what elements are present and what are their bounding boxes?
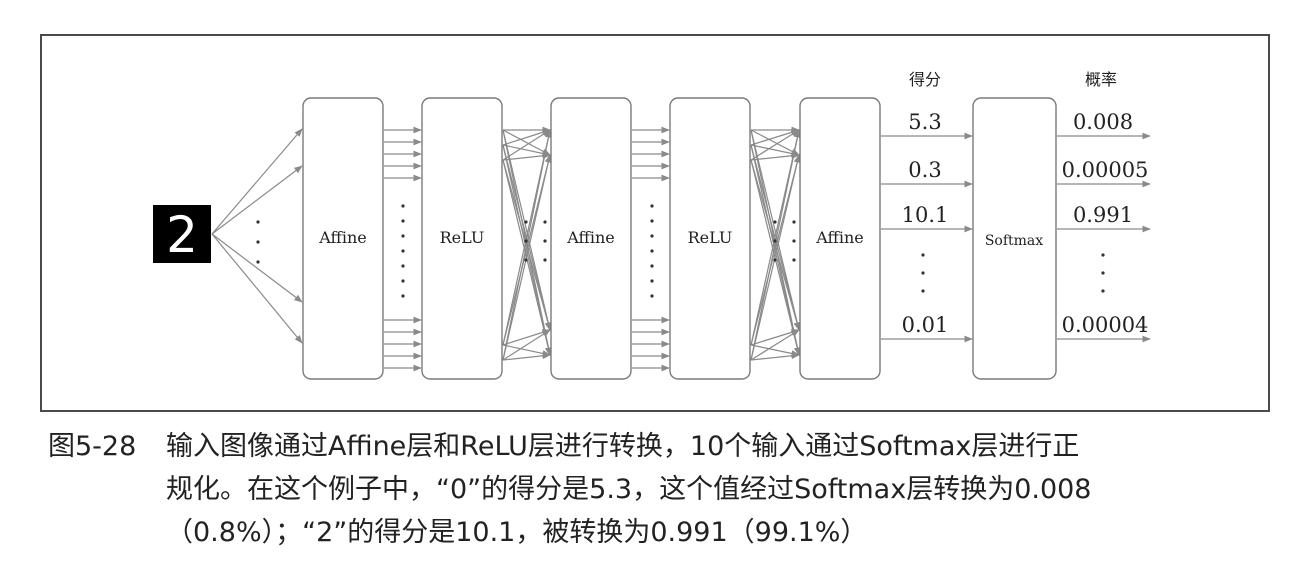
ellipsis-dot (256, 260, 260, 264)
input-arrow (211, 233, 303, 344)
input-arrow (211, 233, 303, 303)
svg-text:2: 2 (166, 206, 198, 264)
input-arrow (211, 165, 303, 235)
cross-arrow (502, 129, 552, 331)
ellipsis-dot (921, 289, 925, 293)
ellipsis-dot (524, 239, 528, 243)
ellipsis-dot (650, 264, 654, 268)
ellipsis-dot (401, 219, 405, 223)
ellipsis-dot (1101, 271, 1105, 275)
ellipsis-dot (650, 279, 654, 283)
score-value: 0.3 (908, 158, 941, 182)
layer-relu-2: ReLU (669, 97, 751, 380)
layer-affine-1: Affine (302, 97, 384, 380)
ellipsis-dot (792, 239, 796, 243)
ellipsis-dot (543, 239, 547, 243)
svg-text:Softmax: Softmax (985, 233, 1043, 249)
svg-text:Affine: Affine (815, 228, 864, 247)
cross-arrow (750, 144, 800, 157)
cross-arrow (502, 129, 552, 361)
cross-arrow (502, 144, 551, 157)
cross-arrow (502, 352, 551, 361)
svg-text:Affine: Affine (566, 228, 615, 247)
svg-text:Affine: Affine (318, 228, 367, 247)
ellipsis-dot (650, 234, 654, 238)
ellipsis-dot (650, 294, 654, 298)
ellipsis-dot (773, 239, 777, 243)
ellipsis-dot (524, 258, 528, 262)
ellipsis-dot (921, 271, 925, 275)
ellipsis-dot (401, 294, 405, 298)
input-digit-image: 2 (153, 205, 211, 264)
cross-arrow (502, 344, 551, 357)
ellipsis-dot (524, 220, 528, 224)
cross-arrow (750, 129, 801, 361)
cross-arrow (750, 344, 800, 357)
probability-header: 概率 (1085, 70, 1117, 89)
cross-arrow (502, 152, 551, 161)
figure-frame (40, 34, 1270, 412)
cross-arrow (750, 329, 800, 361)
cross-arrow (750, 352, 800, 361)
ellipsis-dots (256, 204, 1105, 298)
cross-arrow (750, 329, 800, 346)
ellipsis-dot (1101, 253, 1105, 257)
input-arrow (211, 128, 303, 235)
cross-arrow (502, 329, 551, 346)
ellipsis-dot (773, 258, 777, 262)
probability-value: 0.991 (1073, 203, 1133, 227)
connection-arrows (211, 126, 1151, 372)
score-header: 得分 (909, 70, 941, 89)
cross-arrow (750, 154, 801, 361)
ellipsis-dot (792, 220, 796, 224)
probability-value: 0.00005 (1062, 158, 1149, 182)
ellipsis-dot (401, 234, 405, 238)
ellipsis-dot (650, 204, 654, 208)
cross-arrow (502, 154, 552, 361)
layer-softmax: Softmax (972, 97, 1057, 380)
score-value: 0.01 (902, 313, 949, 337)
cross-arrow (750, 129, 801, 331)
ellipsis-dot (543, 220, 547, 224)
ellipsis-dot (921, 253, 925, 257)
layer-relu-1: ReLU (421, 97, 503, 380)
ellipsis-dot (650, 219, 654, 223)
ellipsis-dot (792, 258, 796, 262)
layer-affine-2: Affine (550, 97, 632, 380)
ellipsis-dot (256, 240, 260, 244)
probability-value: 0.00004 (1062, 313, 1149, 337)
ellipsis-dot (773, 220, 777, 224)
ellipsis-dot (650, 249, 654, 253)
ellipsis-dot (401, 264, 405, 268)
svg-text:ReLU: ReLU (688, 228, 733, 247)
figure-number: 图5-28 (48, 431, 137, 462)
ellipsis-dot (1101, 289, 1105, 293)
cross-arrow (750, 129, 800, 161)
cross-arrow (502, 329, 551, 361)
score-value: 5.3 (908, 110, 941, 134)
ellipsis-dot (401, 279, 405, 283)
layer-affine-3: Affine (799, 97, 881, 380)
ellipsis-dot (256, 220, 260, 224)
caption-line-3: （0.8%）；“2”的得分是10.1，被转换为0.991（99.1%） (166, 517, 868, 548)
probability-value: 0.008 (1073, 110, 1133, 134)
ellipsis-dot (543, 258, 547, 262)
ellipsis-dot (401, 249, 405, 253)
svg-text:ReLU: ReLU (440, 228, 485, 247)
score-value: 10.1 (902, 203, 949, 227)
cross-arrow (502, 129, 551, 161)
network-diagram: 2 Affine ReLU Affine ReLU Affine Softmax… (153, 70, 1151, 380)
caption-line-2: 规化。在这个例子中，“0”的得分是5.3，这个值经过Softmax层转换为0.0… (166, 474, 1092, 505)
cross-arrow (750, 152, 800, 161)
ellipsis-dot (401, 204, 405, 208)
